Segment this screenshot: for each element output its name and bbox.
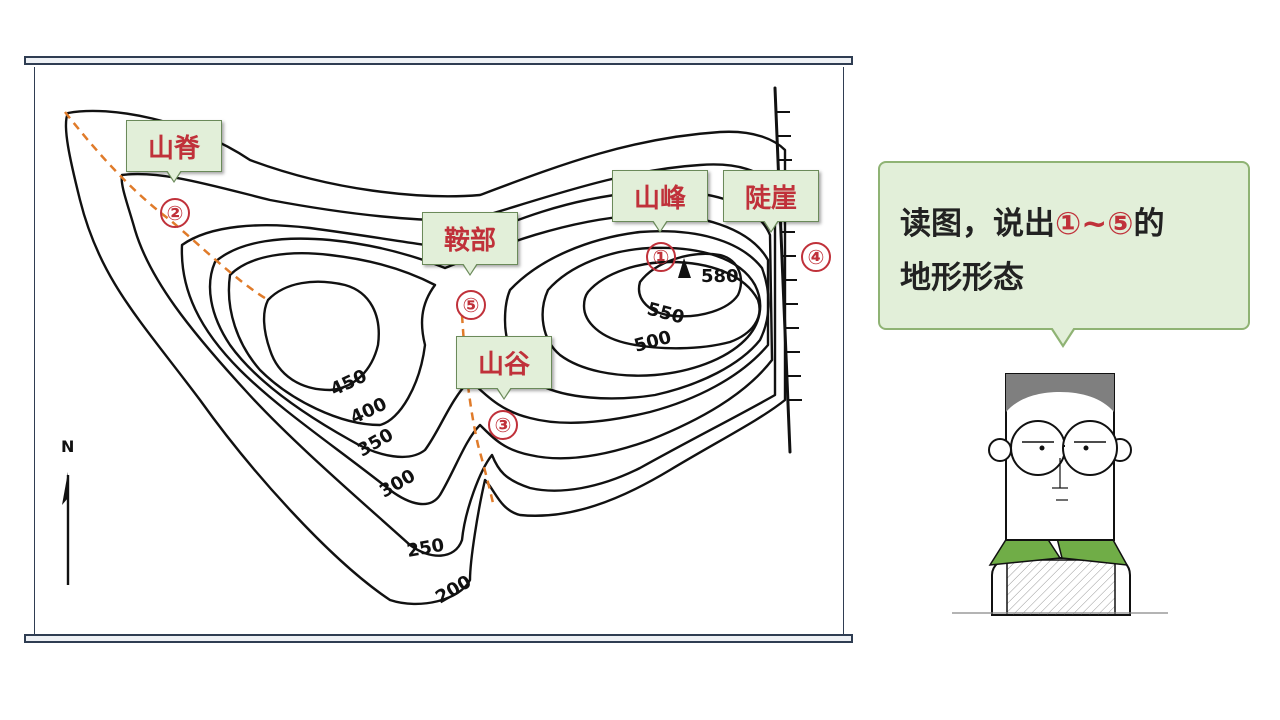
label-peak: 山峰 — [612, 170, 708, 233]
contour-label-450: 450 — [327, 366, 370, 401]
contour-450 — [262, 280, 380, 392]
cliff-line — [773, 86, 792, 454]
contour-label-500: 500 — [632, 327, 674, 357]
question-highlight: ①~⑤ — [1055, 206, 1134, 242]
contour-400 — [227, 252, 437, 427]
peak-icon — [678, 258, 691, 278]
cliff-ticks — [776, 111, 802, 401]
contour-200 — [64, 109, 787, 606]
contour-label-580: 580 — [701, 266, 739, 287]
map-top-rail — [24, 56, 853, 65]
map-bottom-rail — [24, 634, 853, 643]
question-bubble: 读图，说出①~⑤的 地形形态 — [878, 161, 1250, 330]
contour-label-300: 300 — [376, 465, 419, 502]
label-ridge: 山脊 — [126, 120, 222, 183]
label-valley: 山谷 — [456, 336, 552, 400]
teacher-avatar — [952, 373, 1168, 616]
label-saddle: 鞍部 — [422, 212, 518, 276]
marker-2: ② — [160, 198, 190, 228]
question-line-1: 读图，说出①~⑤的 — [900, 206, 1165, 242]
north-label: N — [61, 437, 74, 456]
contour-580 — [637, 252, 743, 318]
marker-3: ③ — [488, 410, 518, 440]
ridge-line — [64, 111, 269, 302]
marker-4: ④ — [801, 242, 831, 272]
north-arrow-head — [62, 472, 68, 505]
marker-1: ① — [646, 242, 676, 272]
contour-label-550: 550 — [645, 299, 687, 329]
question-line-2: 地形形态 — [900, 260, 1024, 296]
contour-350 — [208, 213, 770, 459]
contour-label-250: 250 — [405, 535, 446, 562]
contour-label-200: 200 — [432, 571, 475, 608]
label-cliff: 陡崖 — [723, 170, 819, 233]
marker-5: ⑤ — [456, 290, 486, 320]
